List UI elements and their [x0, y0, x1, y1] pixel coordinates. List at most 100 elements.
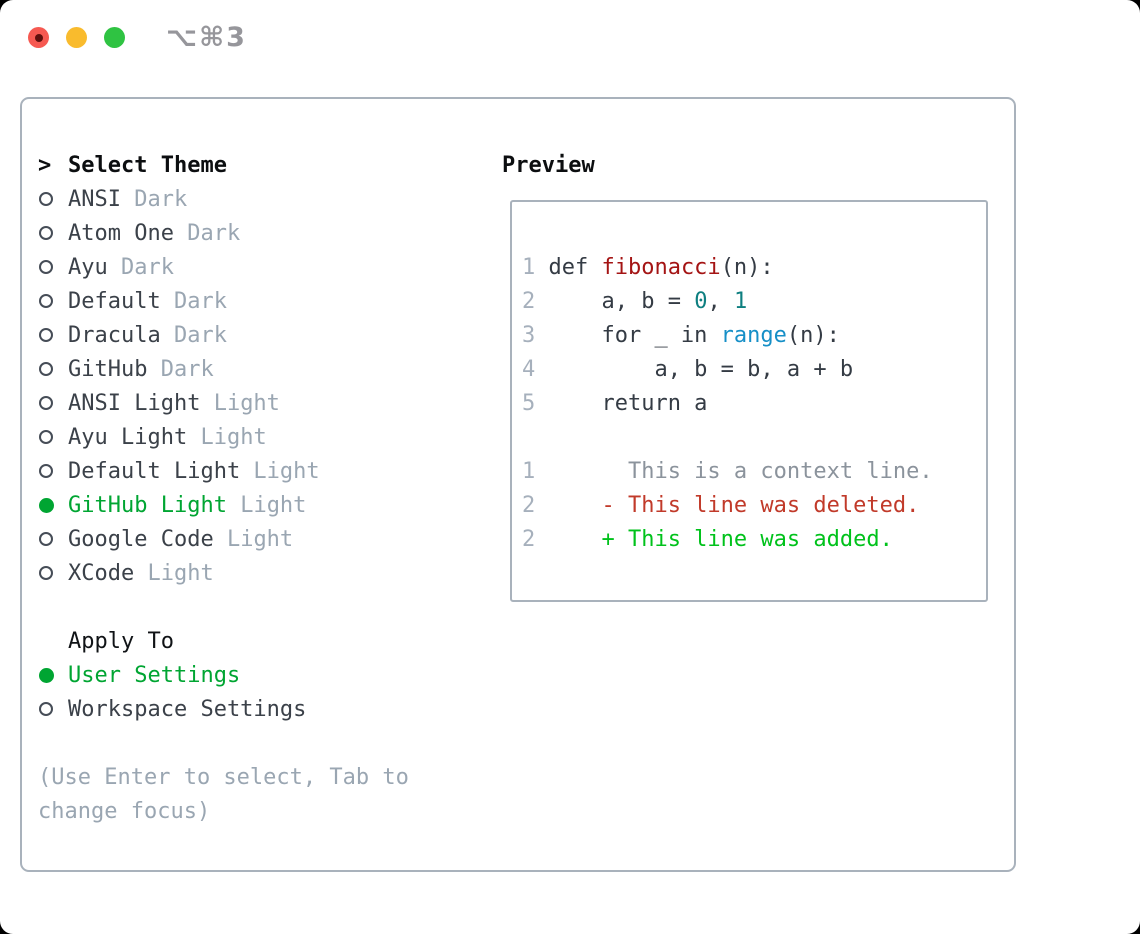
minimize-button[interactable] [66, 27, 87, 48]
line-number: 1 [522, 254, 536, 280]
diff-block: 1 This is a context line. 2 - This line w… [522, 454, 933, 556]
traffic-lights [28, 27, 125, 48]
code-token: return a [548, 390, 708, 416]
selection-caret-icon: > [38, 152, 52, 178]
theme-option[interactable]: Ayu Dark [38, 250, 409, 284]
zoom-button[interactable] [104, 27, 125, 48]
code-token: , [707, 288, 734, 314]
hint-line-2: change focus) [38, 798, 211, 824]
spacer-row [38, 590, 409, 624]
theme-option[interactable]: Ayu Light Light [38, 420, 409, 454]
theme-name: GitHub [68, 356, 148, 382]
theme-option[interactable]: Atom One Dark [38, 216, 409, 250]
theme-variant: Light [200, 390, 280, 416]
theme-variant: Dark [107, 254, 174, 280]
radio-icon [38, 430, 68, 444]
code-token: 1 [733, 288, 748, 314]
theme-name: Google Code [68, 526, 214, 552]
theme-option[interactable]: ANSI Light Light [38, 386, 409, 420]
theme-name: Default Light [68, 458, 241, 484]
apply-to-header: Apply To [38, 624, 409, 658]
theme-variant: Light [226, 492, 307, 518]
theme-variant: Dark [147, 356, 214, 382]
theme-name: XCode [68, 560, 135, 586]
code-token: (n): [786, 322, 840, 348]
line-number: 2 [522, 288, 536, 314]
code-token: def [548, 254, 602, 280]
theme-variant: Dark [160, 288, 227, 314]
theme-variant: Light [187, 424, 267, 450]
radio-icon [38, 667, 68, 683]
theme-name: GitHub Light [68, 492, 227, 518]
code-token: for _ in [548, 322, 721, 348]
theme-option[interactable]: GitHub Dark [38, 352, 409, 386]
theme-variant: Dark [173, 220, 241, 246]
theme-list-header: > Select Theme [38, 148, 409, 182]
line-number: 5 [522, 390, 536, 416]
code-line: 2 a, b = 0, 1 [522, 284, 933, 318]
code-line: 5 return a [522, 386, 933, 420]
apply-to-label: Workspace Settings [68, 696, 307, 722]
line-number: 1 [522, 458, 536, 484]
code-token: (n): [720, 254, 774, 280]
theme-option[interactable]: Default Light Light [38, 454, 409, 488]
diff-text: This is a context line. [548, 458, 933, 484]
blank-code-line [522, 420, 933, 454]
line-number: 4 [522, 356, 536, 382]
radio-icon [38, 497, 68, 513]
code-line: 4 a, b = b, a + b [522, 352, 933, 386]
diff-text: + This line was added. [548, 526, 893, 552]
theme-variant: Light [240, 458, 320, 484]
code-token: fibonacci [601, 254, 721, 280]
theme-option[interactable]: Dracula Dark [38, 318, 409, 352]
radio-icon [38, 328, 68, 342]
diff-text: - This line was deleted. [548, 492, 920, 518]
line-number: 3 [522, 322, 536, 348]
edited-indicator-icon [34, 33, 43, 42]
code-token: range [720, 322, 787, 348]
theme-variant: Dark [160, 322, 227, 348]
theme-option[interactable]: Default Dark [38, 284, 409, 318]
radio-icon [38, 192, 68, 206]
radio-icon [38, 362, 68, 376]
code-token: 0 [694, 288, 708, 314]
code-line: 1 def fibonacci(n): [522, 250, 933, 284]
diff-line: 2 + This line was added. [522, 522, 933, 556]
theme-name: Atom One [68, 220, 174, 246]
theme-option[interactable]: GitHub Light Light [38, 488, 409, 522]
close-button[interactable] [28, 27, 49, 48]
apply-to-option[interactable]: Workspace Settings [38, 692, 409, 726]
theme-name: ANSI Light [68, 390, 201, 416]
radio-icon [38, 396, 68, 410]
theme-list-header-label: Select Theme [68, 152, 227, 178]
theme-option[interactable]: Google Code Light [38, 522, 409, 556]
hint-line-1: (Use Enter to select, Tab to [38, 764, 409, 790]
theme-name: ANSI [68, 186, 121, 212]
theme-name: Ayu Light [68, 424, 188, 450]
line-number: 2 [522, 492, 536, 518]
theme-name: Default [68, 288, 161, 314]
radio-icon [38, 260, 68, 274]
diff-line: 1 This is a context line. [522, 454, 933, 488]
theme-name: Ayu [68, 254, 108, 280]
theme-option[interactable]: XCode Light [38, 556, 409, 590]
theme-name: Dracula [68, 322, 161, 348]
theme-option[interactable]: ANSI Dark [38, 182, 409, 216]
apply-to-header-label: Apply To [68, 628, 174, 654]
theme-variant: Light [213, 526, 294, 552]
radio-icon [38, 532, 68, 546]
code-token: a, b = [548, 288, 695, 314]
radio-icon [38, 226, 68, 240]
apply-to-option[interactable]: User Settings [38, 658, 409, 692]
window-title: ⌥⌘3 [166, 22, 247, 53]
theme-variant: Dark [120, 186, 188, 212]
code-token: a, b = b, a + b [548, 356, 854, 382]
